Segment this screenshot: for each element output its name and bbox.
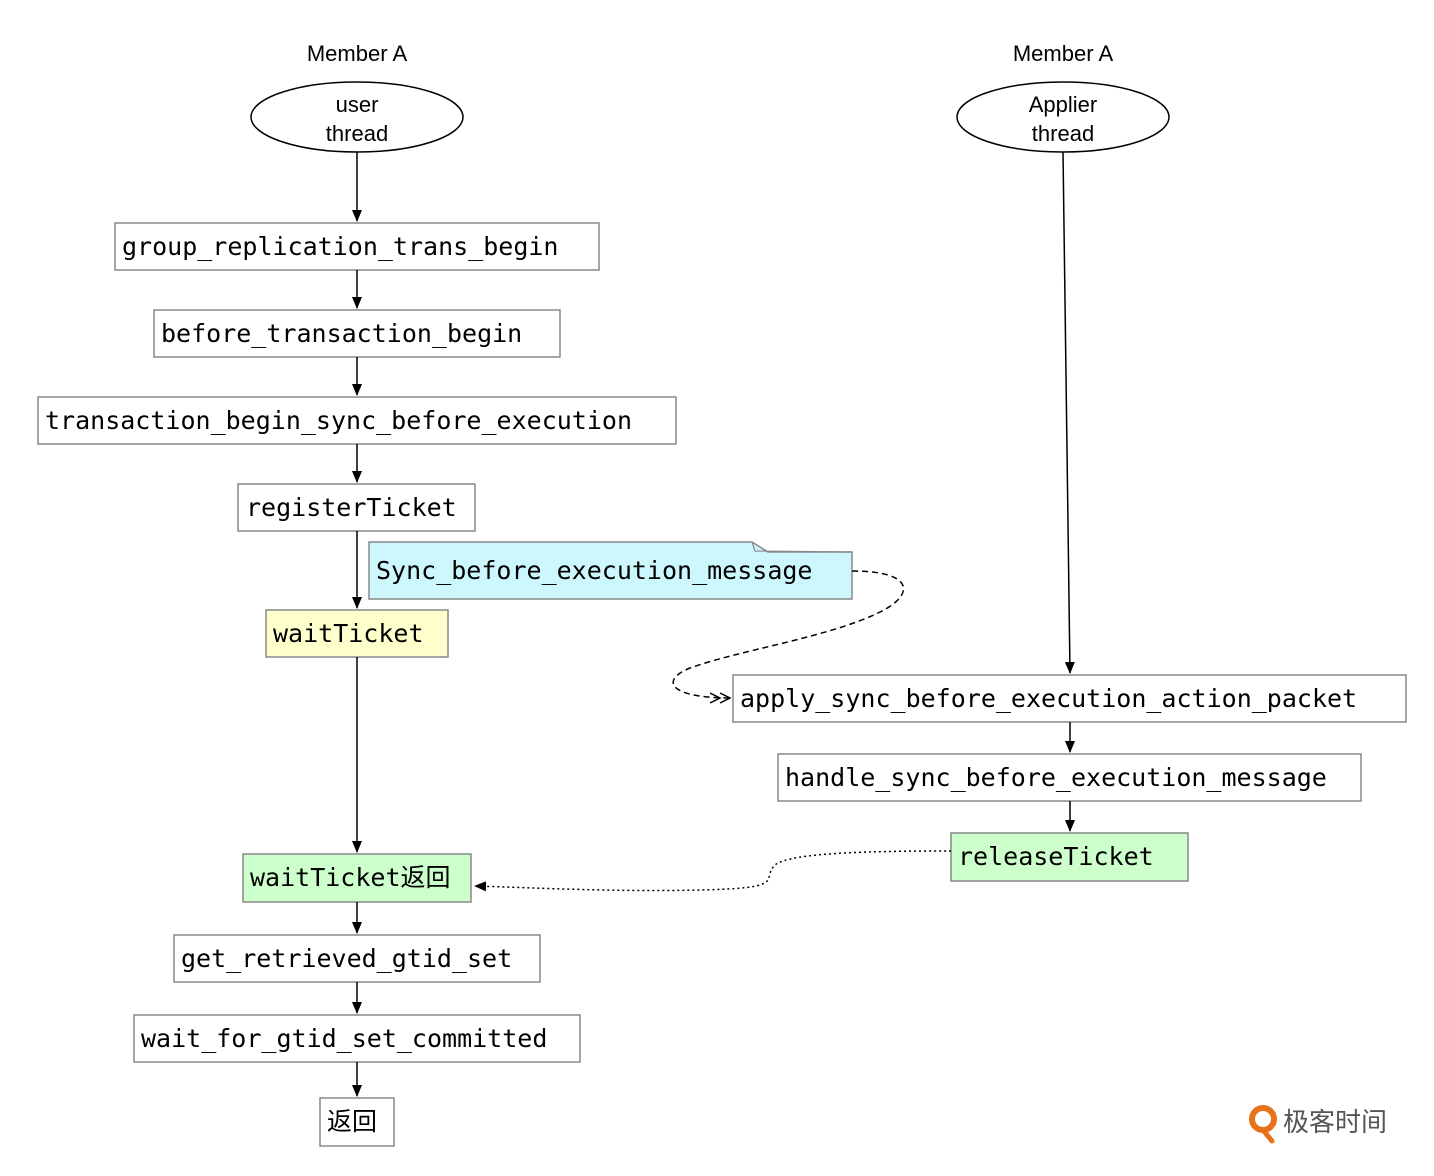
sync-message-note: Sync_before_execution_message (368, 541, 853, 600)
step-before-transaction-begin: before_transaction_begin (153, 309, 561, 358)
step-apply-sync-packet: apply_sync_before_execution_action_packe… (732, 674, 1407, 723)
step-get-retrieved-gtid-set: get_retrieved_gtid_set (173, 934, 541, 983)
step-release-ticket: releaseTicket (950, 832, 1189, 882)
step-group-replication-trans-begin: group_replication_trans_begin (114, 222, 600, 271)
applier-thread-line2: thread (1032, 121, 1094, 146)
svg-text:waitTicket返回: waitTicket返回 (250, 863, 451, 892)
step-wait-ticket: waitTicket (265, 609, 449, 658)
svg-text:Sync_before_execution_message: Sync_before_execution_message (376, 556, 813, 585)
step-return: 返回 (319, 1097, 395, 1147)
step-handle-sync-message: handle_sync_before_execution_message (777, 753, 1362, 802)
geektime-logo-icon (1249, 1105, 1277, 1144)
svg-text:handle_sync_before_execution_m: handle_sync_before_execution_message (785, 763, 1327, 792)
left-member-label: Member A (307, 41, 408, 66)
svg-text:waitTicket: waitTicket (273, 619, 424, 648)
user-thread-node: user thread (250, 81, 464, 153)
user-thread-line1: user (336, 92, 379, 117)
svg-text:apply_sync_before_execution_ac: apply_sync_before_execution_action_packe… (740, 684, 1357, 713)
svg-text:transaction_begin_sync_before_: transaction_begin_sync_before_execution (45, 406, 632, 435)
watermark-text: 极客时间 (1283, 1108, 1387, 1138)
step-register-ticket: registerTicket (237, 483, 476, 532)
applier-thread-line1: Applier (1029, 92, 1097, 117)
applier-thread-node: Applier thread (956, 81, 1170, 153)
svg-text:registerTicket: registerTicket (246, 493, 457, 522)
step-transaction-begin-sync: transaction_begin_sync_before_execution (37, 396, 677, 445)
geektime-watermark: 极客时间 (1249, 1105, 1387, 1144)
svg-text:get_retrieved_gtid_set: get_retrieved_gtid_set (181, 944, 512, 973)
svg-text:before_transaction_begin: before_transaction_begin (161, 319, 522, 348)
right-flow-arrows (1062, 151, 1075, 832)
user-thread-line2: thread (326, 121, 388, 146)
right-member-label: Member A (1013, 41, 1114, 66)
step-wait-ticket-returned: waitTicket返回 (242, 853, 472, 903)
svg-text:releaseTicket: releaseTicket (958, 842, 1154, 871)
svg-text:wait_for_gtid_set_committed: wait_for_gtid_set_committed (141, 1024, 547, 1053)
release-notify-connector (474, 850, 952, 892)
svg-text:group_replication_trans_begin: group_replication_trans_begin (122, 232, 559, 261)
svg-text:返回: 返回 (327, 1107, 377, 1136)
message-send-connector (672, 570, 905, 698)
step-wait-for-gtid-set-committed: wait_for_gtid_set_committed (133, 1014, 581, 1063)
